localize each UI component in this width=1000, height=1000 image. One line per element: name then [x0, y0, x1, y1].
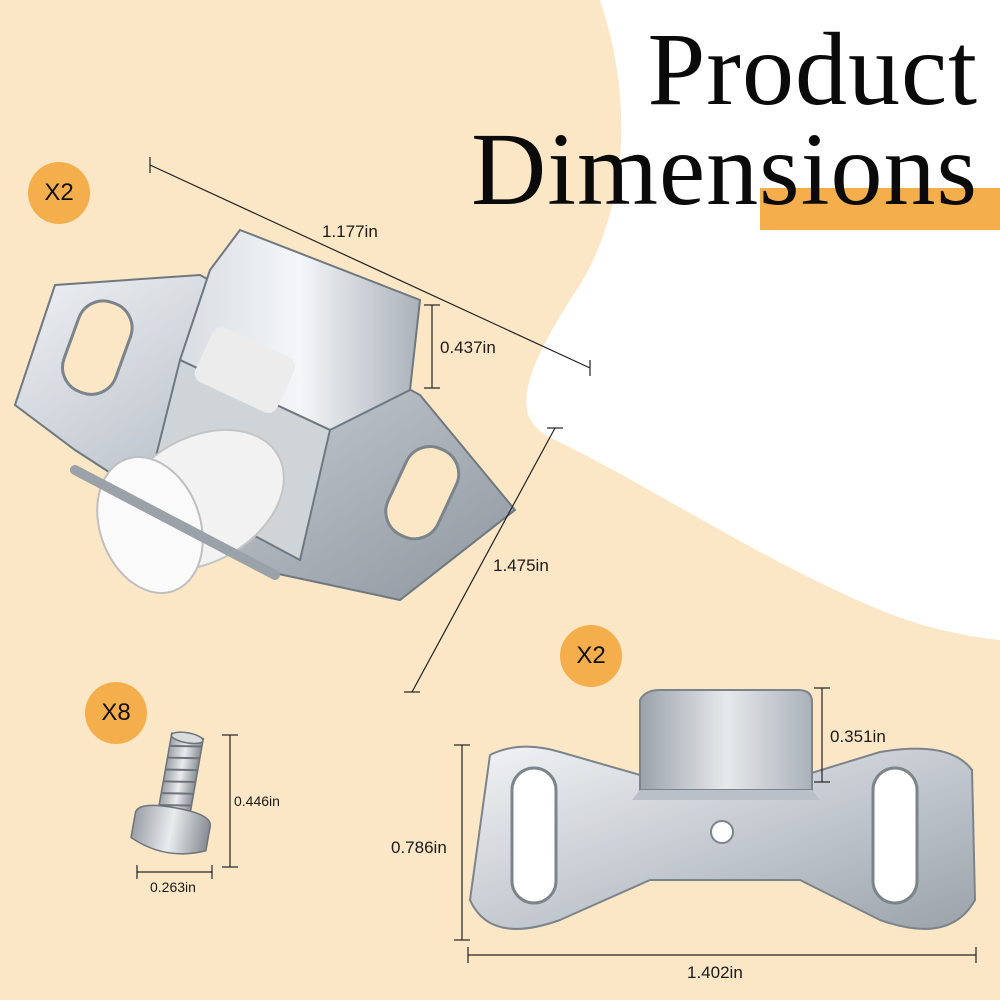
roller-catch-quantity-badge: X2: [28, 162, 90, 224]
title-accent-bar: [760, 188, 1000, 230]
roller-catch-width-label: 1.475in: [493, 556, 549, 575]
roller-catch-length-label: 1.177in: [322, 222, 378, 241]
screw-length-label: 0.446in: [234, 793, 280, 809]
strike-plate-tab-height-label: 0.351in: [830, 727, 886, 746]
screw-quantity-badge: X8: [85, 682, 147, 744]
page-title-line2: Dimensions: [471, 112, 978, 227]
strike-plate-quantity-badge: X2: [560, 625, 622, 687]
roller-catch-height-label: 0.437in: [440, 338, 496, 357]
page-title-line1: Product: [647, 12, 978, 127]
screw-head-diameter-label: 0.263in: [150, 879, 196, 895]
strike-plate-width-label: 1.402in: [687, 963, 743, 982]
strike-plate-height-label: 0.786in: [391, 838, 447, 857]
